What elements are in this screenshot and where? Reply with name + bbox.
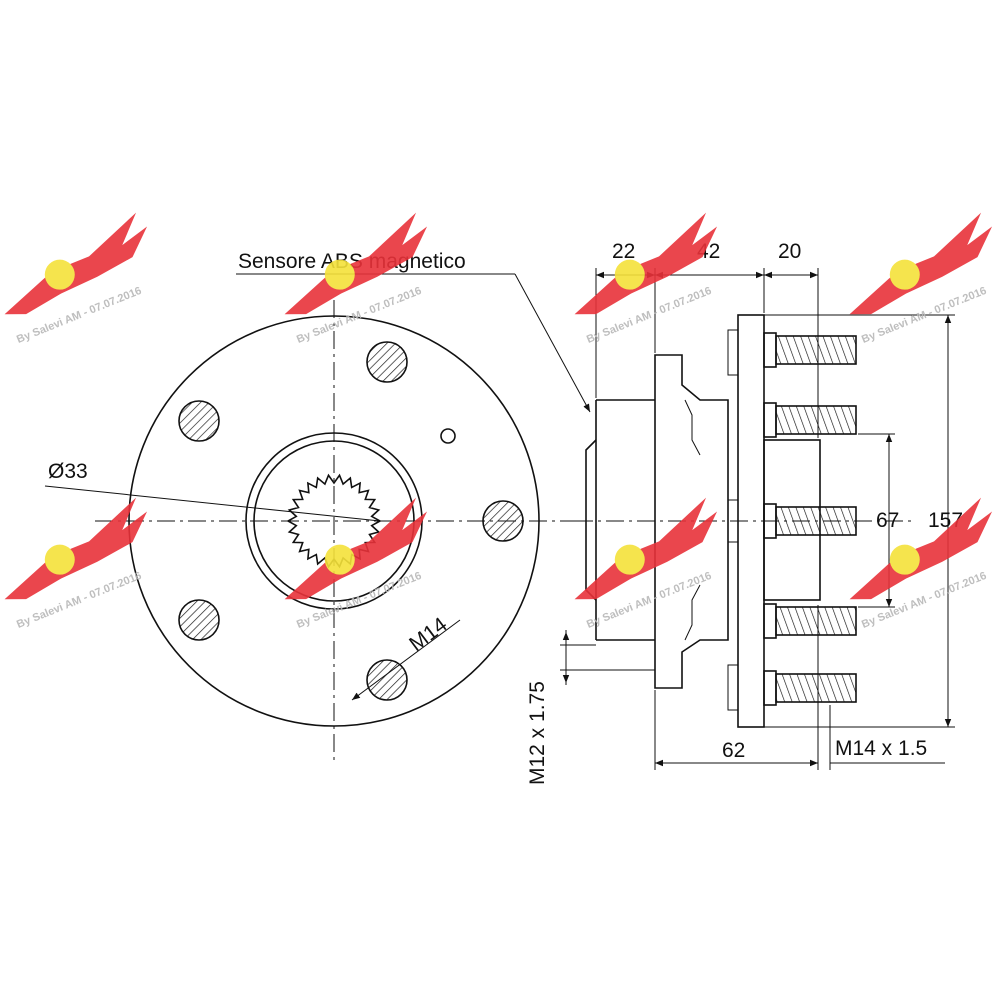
wheel-stud bbox=[763, 503, 857, 539]
watermark-badge bbox=[44, 544, 75, 575]
dim-62-label: 62 bbox=[722, 739, 745, 762]
flange-step-mid bbox=[727, 499, 739, 543]
flange-outer-circle bbox=[128, 315, 540, 727]
wheel-stud bbox=[763, 332, 857, 368]
m14-leader bbox=[351, 619, 461, 701]
wheel-stud bbox=[763, 402, 857, 438]
bolt-hole bbox=[482, 500, 524, 542]
hole-thread-label: M14 bbox=[405, 613, 452, 656]
watermark-badge bbox=[324, 259, 355, 290]
abs-ring-left-curve bbox=[585, 439, 597, 601]
watermark-logo: By Salevi AM - 07.07.2016 bbox=[849, 497, 993, 631]
hub-body-detail bbox=[684, 399, 701, 641]
watermark-badge bbox=[614, 544, 645, 575]
flange-step-bottom bbox=[727, 664, 739, 711]
hub-body bbox=[654, 354, 729, 689]
watermark-wing bbox=[284, 497, 428, 600]
diameter-leader bbox=[44, 485, 381, 522]
bolt-hole bbox=[366, 659, 408, 701]
watermark-wing bbox=[4, 497, 148, 600]
thread-m14-label: M14 x 1.5 bbox=[835, 737, 927, 760]
watermark-badge bbox=[889, 259, 920, 290]
wheel-studs bbox=[763, 332, 857, 706]
watermark-logo: By Salevi AM - 07.07.2016 bbox=[4, 497, 148, 631]
watermark-badge bbox=[614, 259, 645, 290]
watermark-wing bbox=[849, 497, 993, 600]
bolt-holes bbox=[178, 341, 524, 701]
bolt-hole bbox=[366, 341, 408, 383]
watermark-wing bbox=[284, 212, 428, 315]
watermark-logo: By Salevi AM - 07.07.2016 bbox=[849, 212, 993, 346]
watermark-logo: By Salevi AM - 07.07.2016 bbox=[574, 497, 718, 631]
dim-67-label: 67 bbox=[876, 509, 899, 532]
dim-22-label: 22 bbox=[612, 240, 635, 263]
watermark-wing bbox=[574, 212, 718, 315]
dim-20-label: 20 bbox=[778, 240, 801, 263]
flange-step-top bbox=[727, 329, 739, 376]
dimensions: 22 42 20 67 157 62 M14 x 1.5 M12 x 1.75 bbox=[526, 240, 963, 785]
watermark-wing bbox=[574, 497, 718, 600]
watermark-badge bbox=[44, 259, 75, 290]
watermark-wing bbox=[4, 212, 148, 315]
watermark-wing bbox=[849, 212, 993, 315]
bolt-hole bbox=[178, 400, 220, 442]
hub-inner-ring bbox=[253, 440, 415, 602]
side-view: Sensore ABS magnetico bbox=[236, 250, 915, 728]
locating-hole bbox=[440, 428, 456, 444]
diameter-label: Ø33 bbox=[48, 460, 88, 483]
abs-leader bbox=[514, 273, 591, 413]
wheel-stud bbox=[763, 670, 857, 706]
watermark-logo: By Salevi AM - 07.07.2016 bbox=[284, 212, 428, 346]
watermark-logo: By Salevi AM - 07.07.2016 bbox=[4, 212, 148, 346]
watermark-logo: By Salevi AM - 07.07.2016 bbox=[574, 212, 718, 346]
wheel-stud bbox=[763, 603, 857, 639]
bolt-hole bbox=[178, 599, 220, 641]
thread-m12-label: M12 x 1.75 bbox=[526, 681, 549, 785]
watermark-badge bbox=[889, 544, 920, 575]
watermark-badge bbox=[324, 544, 355, 575]
